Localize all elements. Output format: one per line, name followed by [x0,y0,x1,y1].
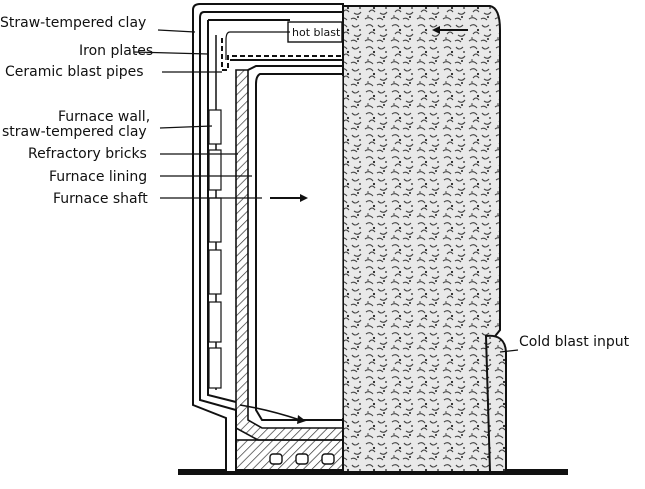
label-furnace-wall-1: Furnace wall, [58,109,150,125]
hot-blast-label: hot blast [292,26,341,39]
label-lining: Furnace lining [49,169,147,185]
label-straw-clay: Straw-tempered clay [0,15,146,31]
label-cold-blast: Cold blast input [519,334,630,350]
furnace-exterior [342,5,501,473]
outflow-arrow [239,404,301,421]
label-refractory: Refractory bricks [28,146,147,162]
cold-blast-bulge [484,334,507,473]
arrow-left-icon [432,26,468,34]
base-openings [269,453,335,465]
leader-lines [133,29,519,353]
label-furnace-wall-2: straw-tempered clay [2,124,147,140]
furnace-wall [208,109,222,389]
label-shaft: Furnace shaft [53,191,148,207]
arrow-right-icon [270,194,308,202]
label-iron-plates: Iron plates [79,43,153,59]
furnace-shaft [262,76,343,418]
iron-plates-layer [207,19,290,403]
ceramic-blast-pipes [221,38,343,71]
label-ceramic-pipes: Ceramic blast pipes [5,64,144,80]
